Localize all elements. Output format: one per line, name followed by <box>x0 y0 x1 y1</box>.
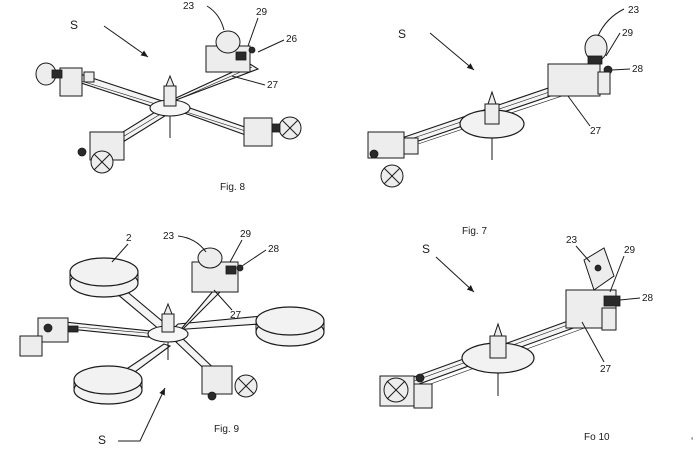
fig10-label-27: 27 <box>600 364 612 375</box>
fig7-end-assembly-left <box>367 131 419 188</box>
fig9-label-28: 28 <box>268 244 280 255</box>
fig10-direction-arrow <box>435 256 475 293</box>
fig9-leader-27 <box>213 289 233 311</box>
fig9-direction-arrow <box>118 387 166 442</box>
fig10-leader-23 <box>575 245 591 263</box>
fig8-center-hub <box>149 74 191 138</box>
fig7-center-hub <box>459 90 525 160</box>
fig8-cross-arms <box>70 63 264 151</box>
fig7-label-27: 27 <box>590 126 602 137</box>
fig7-leader-27 <box>567 95 591 127</box>
fig8-caption: Fig. 8 <box>220 182 245 193</box>
fig10-label-23: 23 <box>566 235 578 246</box>
fig8-direction-arrow <box>103 25 149 58</box>
fig7-leader-23 <box>597 8 625 37</box>
fig10-label-28: 28 <box>642 293 654 304</box>
fig9-leader-2 <box>111 243 129 263</box>
fig9-leader-28 <box>241 249 267 267</box>
fig8-leader-29 <box>247 17 259 47</box>
fig8-leader-23 <box>206 5 225 31</box>
figure-8: S <box>35 1 302 193</box>
fig8-arrow-label: S <box>70 18 78 32</box>
fig10-label-29: 29 <box>624 245 636 256</box>
fig10-leader-27 <box>581 321 605 363</box>
fig9-label-27: 27 <box>230 310 242 321</box>
figure-9: 2 23 29 28 27 S Fig. 9 <box>19 229 325 447</box>
fig7-leader-28 <box>611 68 631 71</box>
fig10-leader-28 <box>619 297 641 301</box>
fig8-end-assembly-bottom-left <box>77 131 125 174</box>
fig9-end-assembly-left <box>19 317 79 357</box>
fig10-leader-29 <box>609 255 625 293</box>
fig9-label-2: 2 <box>126 233 132 244</box>
fig9-caption: Fig. 9 <box>214 424 239 435</box>
fig8-label-26: 26 <box>286 34 298 45</box>
fig9-end-assembly-top-right <box>191 247 244 293</box>
fig7-label-29: 29 <box>622 28 634 39</box>
fig9-label-29: 29 <box>240 229 252 240</box>
fig7-caption: Fig. 7 <box>462 226 487 237</box>
corner-mark: ‘ <box>691 436 693 447</box>
fig8-end-assembly-top-right <box>205 30 256 73</box>
fig8-end-assembly-right <box>243 116 302 147</box>
fig9-center-hub <box>147 302 189 360</box>
fig9-leader-29 <box>229 239 243 263</box>
fig10-end-assembly-right <box>565 247 621 331</box>
figure-7: S 23 29 <box>367 5 644 237</box>
fig7-arrow-label: S <box>398 27 406 41</box>
fig10-end-assembly-left <box>379 373 433 409</box>
fig9-label-23: 23 <box>163 231 175 242</box>
fig8-label-29: 29 <box>256 7 268 18</box>
fig8-leader-27 <box>231 75 266 86</box>
fig7-leader-29 <box>605 32 621 57</box>
fig7-label-28: 28 <box>632 64 644 75</box>
fig9-disc-bottom <box>73 365 143 405</box>
figure-10: S 23 29 <box>379 235 654 443</box>
fig10-caption: Fo 10 <box>584 432 610 443</box>
fig9-end-assembly-bottom-right <box>201 365 258 401</box>
fig7-direction-arrow <box>429 32 475 71</box>
fig7-label-23: 23 <box>628 5 640 16</box>
fig10-arrow-label: S <box>422 242 430 256</box>
fig9-leader-23 <box>177 235 207 253</box>
fig9-disc-right <box>255 306 325 347</box>
fig8-leader-26 <box>257 39 285 53</box>
fig9-disc-top-left <box>69 257 139 298</box>
fig7-end-assembly-right <box>547 34 613 97</box>
fig10-center-hub <box>461 322 535 396</box>
fig8-label-23: 23 <box>183 1 195 12</box>
fig9-arrow-label: S <box>98 433 106 447</box>
fig8-label-27: 27 <box>267 80 279 91</box>
fig8-end-assembly-left <box>35 62 95 97</box>
